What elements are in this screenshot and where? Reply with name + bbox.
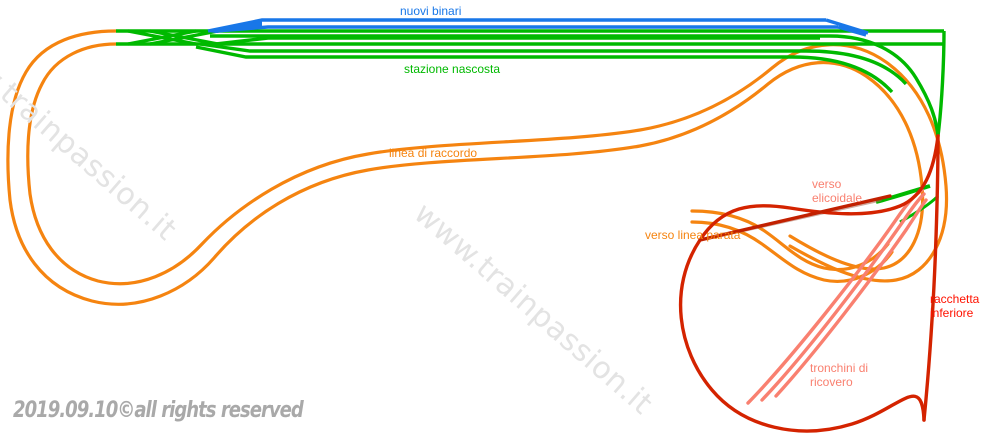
orange-inner-line (26, 42, 949, 286)
blue-new-track-1 (207, 18, 826, 33)
label-tronchini-di-ricovero: tronchini di ricovero (810, 361, 869, 389)
salmon-siding-3 (774, 198, 928, 398)
label-nuovi-binari: nuovi binari (400, 4, 462, 18)
green-station-track-4 (195, 45, 792, 59)
green-crossover-d (149, 29, 219, 46)
blue-right-merge (825, 18, 869, 35)
blue-taper-fill (208, 21, 262, 33)
copyright-notice: 2019.09.10©all rights reserved (13, 398, 304, 423)
label-linea-di-raccordo: linea di raccordo (389, 146, 478, 160)
green-descending-curve (936, 30, 946, 137)
blue-right-merge-2 (837, 25, 867, 37)
red-lower-loop (678, 134, 940, 433)
red-right-leg (922, 134, 940, 422)
label-stazione-nascosta: stazione nascosta (404, 62, 501, 76)
label-racchetta-inferiore: racchetta inferiore (930, 292, 980, 320)
blue-track-group (207, 18, 869, 37)
label-verso-linea-parata: verso linea parata (645, 228, 741, 242)
label-verso-elicoidale: verso elicoidale (812, 177, 863, 205)
green-right-throat-2 (805, 49, 908, 86)
green-right-throat (790, 34, 940, 137)
green-right-throat-3 (791, 55, 894, 94)
red-elicoidale-connector (698, 194, 892, 242)
green-station-track-2 (215, 36, 820, 46)
green-track-group (116, 29, 946, 224)
orange-stub-upper (690, 209, 890, 272)
salmon-siding-2 (760, 192, 926, 402)
green-station-track-3 (199, 42, 806, 53)
green-crossover-b (127, 29, 197, 46)
red-track-group (678, 134, 940, 433)
